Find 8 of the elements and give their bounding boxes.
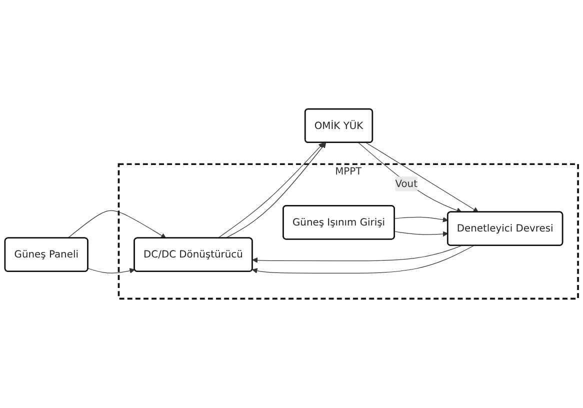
arrow	[88, 268, 135, 274]
arrow	[394, 231, 448, 237]
arrow	[394, 217, 448, 223]
arrow	[366, 142, 479, 213]
edge-label: Vout	[395, 178, 418, 190]
arrow	[358, 142, 462, 214]
arrow	[67, 210, 166, 239]
arrow	[252, 246, 474, 274]
